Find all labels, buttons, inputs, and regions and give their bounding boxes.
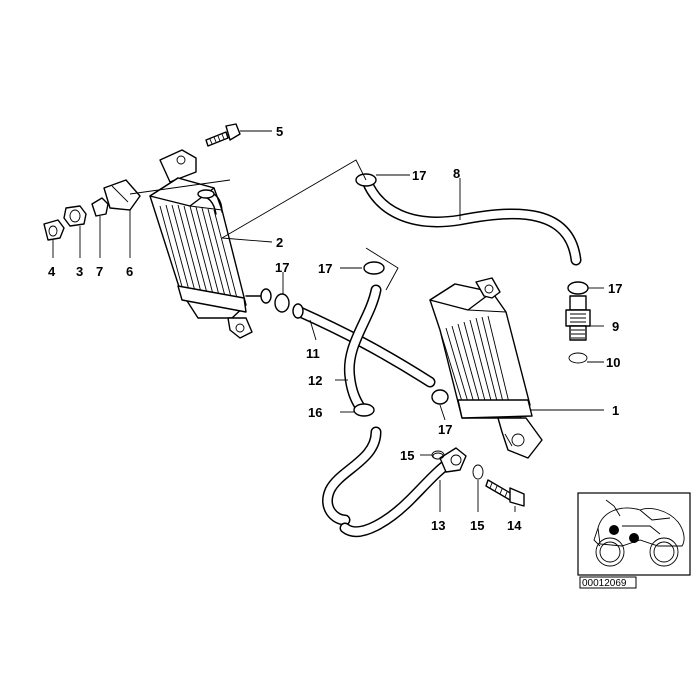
label-11: 11 <box>306 346 320 361</box>
cooler-location-right <box>629 533 639 543</box>
label-7: 7 <box>96 264 103 279</box>
label-17-bottom: 17 <box>438 422 452 437</box>
label-4: 4 <box>48 264 56 279</box>
label-15-right: 15 <box>470 518 484 533</box>
label-14: 14 <box>507 518 522 533</box>
bolt-5 <box>205 123 241 147</box>
label-5: 5 <box>276 124 283 139</box>
label-1: 1 <box>612 403 619 418</box>
nipple-9 <box>565 295 591 341</box>
seal-15a <box>431 450 445 460</box>
label-16: 16 <box>308 405 322 420</box>
hose-12 <box>343 284 382 416</box>
label-8: 8 <box>453 166 460 181</box>
label-12: 12 <box>308 373 322 388</box>
cooler-location-left <box>609 525 619 535</box>
label-3: 3 <box>76 264 83 279</box>
banjo-fitting-13 <box>432 447 484 480</box>
hose-11 <box>292 303 436 388</box>
label-17-top: 17 <box>412 168 426 183</box>
label-9: 9 <box>612 319 619 334</box>
oil-cooler-right <box>429 277 543 459</box>
leader-lines <box>52 130 604 512</box>
label-13: 13 <box>431 518 445 533</box>
label-6: 6 <box>126 264 133 279</box>
diagram-reference-code: 00012069 <box>582 578 627 589</box>
mount-parts <box>43 179 141 241</box>
label-17-right: 17 <box>608 281 622 296</box>
label-17-mid: 17 <box>318 261 332 276</box>
motorcycle-locator-inset: 00012069 <box>577 492 691 589</box>
label-10: 10 <box>606 355 620 370</box>
label-17-left: 17 <box>275 260 289 275</box>
label-2: 2 <box>276 235 283 250</box>
hose-lower <box>322 426 456 538</box>
seal-10 <box>568 352 588 364</box>
hose-8 <box>362 178 582 266</box>
motorcycle-icon <box>593 499 685 567</box>
bolt-14 <box>485 479 525 507</box>
oil-cooler-left <box>149 149 272 339</box>
label-15-left: 15 <box>400 448 414 463</box>
